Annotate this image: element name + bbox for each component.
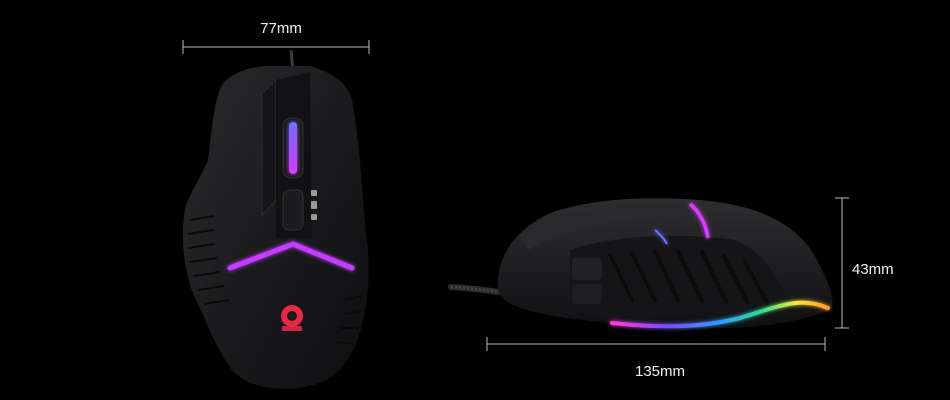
width-dimension: 77mm [182, 20, 370, 54]
height-dimension: 43mm [835, 197, 894, 329]
side-button-front [572, 258, 602, 280]
mode-indicator [311, 190, 317, 220]
dpi-button [282, 189, 304, 231]
length-dimension: 135mm [486, 337, 826, 380]
mouse-top-view [182, 49, 369, 389]
side-grip [187, 215, 230, 305]
brand-logo [281, 305, 303, 331]
height-label: 43mm [852, 261, 894, 278]
length-label: 135mm [635, 363, 685, 380]
mouse-side-view [448, 198, 833, 329]
width-label: 77mm [260, 20, 302, 37]
rgb-strip-top [227, 241, 355, 271]
side-panel [570, 235, 788, 320]
side-button-back [572, 284, 602, 304]
rgb-strip-side [610, 300, 830, 329]
